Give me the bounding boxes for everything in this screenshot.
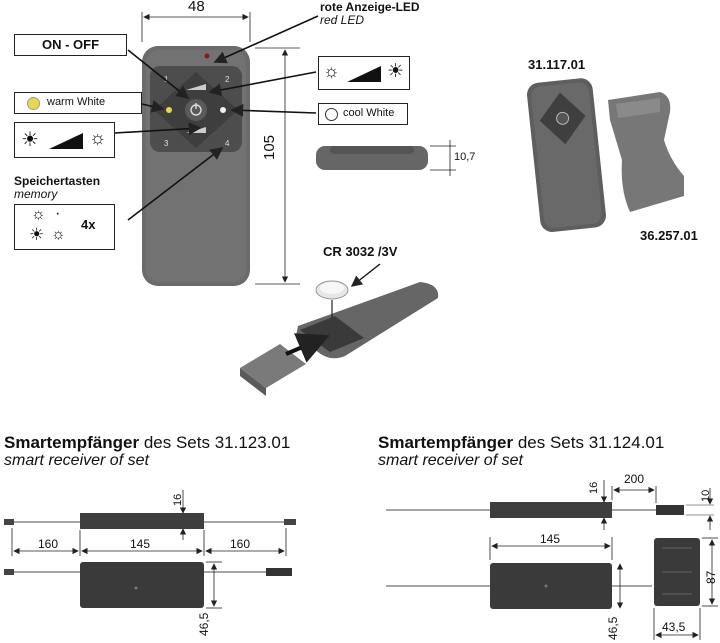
sun-outline-icon: ☼ xyxy=(51,226,66,243)
right-height-dim: 16 xyxy=(588,481,600,494)
height-dim-label: 105 xyxy=(261,134,278,160)
dim-ramp-left-box: ☀ ☼ xyxy=(14,122,115,158)
right-length-dim: 145 xyxy=(540,532,561,546)
sun-small-icon: ☀ xyxy=(29,225,45,244)
conn-width-dim: 43,5 xyxy=(662,620,686,634)
memory-label: Speichertasten xyxy=(14,174,101,188)
button-numbers: 1 2 3 4 xyxy=(164,75,230,148)
left-height-dim: 16 xyxy=(172,493,184,506)
sun-outline-icon: ☼ xyxy=(323,61,340,81)
memory-buttons-box: ☼ · ☀ ☼ 4x xyxy=(14,204,115,250)
article-holder: 36.257.01 xyxy=(640,228,698,243)
callout-arrows xyxy=(114,15,319,221)
left-cable-dim-right: 160 xyxy=(230,537,251,551)
height-dimension xyxy=(255,47,300,285)
sun-small-icon: ☀ xyxy=(387,61,405,82)
width-dim-label: 48 xyxy=(188,0,205,15)
receiver-left-dimensions xyxy=(11,528,287,556)
warm-white-label: warm White xyxy=(47,96,106,108)
cool-white-label: cool White xyxy=(343,107,395,119)
receiver-right-top-view xyxy=(386,537,652,609)
on-off-label: ON - OFF xyxy=(14,34,127,56)
cool-white-box: cool White xyxy=(318,103,408,125)
right-cable-dim: 200 xyxy=(624,472,645,486)
left-cable-dim-left: 160 xyxy=(38,537,59,551)
receiver-left-side-view xyxy=(4,490,296,540)
right-receiver-subtitle: smart receiver of set xyxy=(378,452,523,469)
memory-label-en: memory xyxy=(14,187,58,201)
sun-outline-icon: ☼ xyxy=(89,128,107,149)
led-label: rote Anzeige-LED xyxy=(320,0,420,14)
battery-label: CR 3032 /3V xyxy=(323,244,398,259)
remote-with-holder xyxy=(527,78,684,232)
remote-front-view xyxy=(142,46,250,286)
left-body-dim: 145 xyxy=(130,537,151,551)
receiver-right-side-view xyxy=(386,480,714,530)
left-receiver-subtitle: smart receiver of set xyxy=(4,452,149,469)
left-receiver-title-rest: des Sets 31.123.01 xyxy=(139,433,291,452)
cool-white-dot xyxy=(325,108,338,121)
right-depth-dim: 46,5 xyxy=(606,616,620,640)
left-receiver-title-bold: Smartempfänger xyxy=(4,433,140,452)
thickness-dim-label: 10,7 xyxy=(454,151,476,163)
right-receiver-title-rest: des Sets 31.124.01 xyxy=(513,433,665,452)
connector-block xyxy=(653,537,718,640)
ramp-icon xyxy=(49,133,83,149)
width-dimension xyxy=(141,12,251,42)
warm-white-dot xyxy=(27,97,40,110)
dim-ramp-right-box: ☼ ☀ xyxy=(318,56,410,90)
button-number: 3 xyxy=(164,139,169,148)
ramp-icon xyxy=(347,66,381,82)
warm-white-box: warm White xyxy=(14,92,142,114)
left-depth-dim: 46,5 xyxy=(197,612,211,636)
button-number: 1 xyxy=(164,75,169,84)
right-receiver-title-bold: Smartempfänger xyxy=(378,433,514,452)
remote-side-view xyxy=(316,140,456,176)
sun-outline-icon: ☼ xyxy=(31,206,46,223)
led-label-en: red LED xyxy=(320,13,365,27)
battery-compartment-view xyxy=(240,263,439,396)
sun-small-icon: ☀ xyxy=(21,129,39,151)
conn-height-dim: 87 xyxy=(704,570,718,584)
memory-count: 4x xyxy=(81,217,96,232)
receiver-left-top-view xyxy=(4,561,292,609)
dot-icon: · xyxy=(55,205,61,222)
button-number: 4 xyxy=(225,139,230,148)
button-number: 2 xyxy=(225,75,230,84)
left-receiver-title: Smartempfänger des Sets 31.123.01 xyxy=(4,433,290,453)
article-remote: 31.117.01 xyxy=(528,57,586,72)
right-connector-dim: 10 xyxy=(700,489,712,502)
right-receiver-title: Smartempfänger des Sets 31.124.01 xyxy=(378,433,664,453)
